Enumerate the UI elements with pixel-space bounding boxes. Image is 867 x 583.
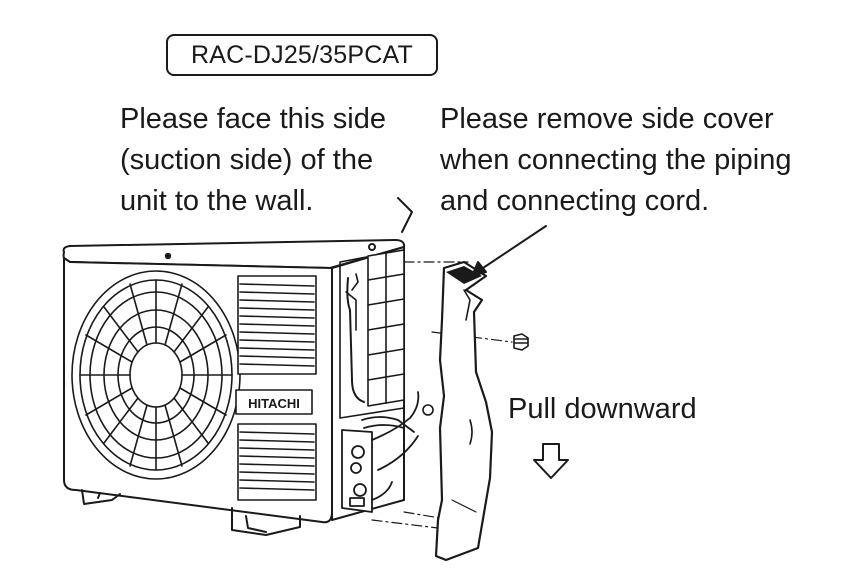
hitachi-logo: HITACHI xyxy=(235,389,313,415)
screw-hole-top xyxy=(164,252,172,260)
side-cover xyxy=(434,260,494,562)
lower-vent-louvers xyxy=(237,423,317,501)
suction-side-note-line-3: unit to the wall. xyxy=(120,185,314,217)
suction-side-note-line-2: (suction side) of the xyxy=(120,144,374,176)
model-label: RAC-DJ25/35PCAT xyxy=(190,40,414,69)
mounting-screw xyxy=(422,333,529,416)
suction-side-note: Please face this side (suction side) of … xyxy=(120,99,386,222)
pull-downward-arrow-icon xyxy=(533,443,569,479)
suction-side-pointer xyxy=(397,197,413,233)
side-cover-note-line-2: when connecting the piping xyxy=(440,144,792,176)
model-label-box: RAC-DJ25/35PCAT xyxy=(166,34,438,76)
fan-grille xyxy=(71,270,241,480)
leader-arrow xyxy=(471,225,547,277)
side-heat-exchanger xyxy=(339,249,405,419)
side-cover-note: Please remove side cover when connecting… xyxy=(440,99,791,222)
pull-downward-label: Pull downward xyxy=(508,393,697,425)
side-cover-note-line-3: and connecting cord. xyxy=(440,185,710,217)
hitachi-logo-text: HITACHI xyxy=(248,396,300,411)
side-cover-note-line-1: Please remove side cover xyxy=(440,103,774,135)
service-valves xyxy=(341,391,420,513)
upper-vent-louvers xyxy=(237,275,317,375)
suction-side-note-line-1: Please face this side xyxy=(120,103,386,135)
